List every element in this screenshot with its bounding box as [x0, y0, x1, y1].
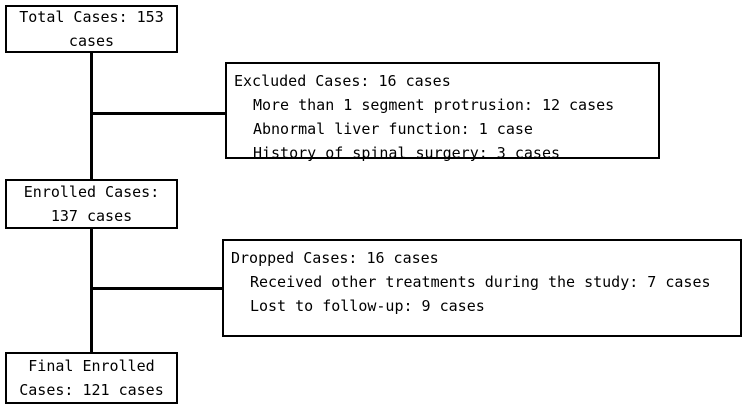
node-total-cases-line1: Total Cases: 153 — [19, 8, 164, 26]
node-dropped-heading: Dropped Cases: 16 cases — [231, 249, 439, 267]
node-total-cases-line2: cases — [68, 32, 115, 50]
node-enrolled-cases-line2: 137 cases — [50, 207, 133, 225]
node-total-cases: Total Cases: 153 cases — [5, 5, 178, 53]
node-excluded-item-1: More than 1 segment protrusion: 12 cases — [252, 96, 615, 114]
node-excluded-heading: Excluded Cases: 16 cases — [234, 72, 451, 90]
node-excluded-cases: Excluded Cases: 16 cases More than 1 seg… — [225, 62, 660, 162]
connector-branch-excluded — [90, 112, 227, 115]
node-final-enrolled-cases: Final Enrolled Cases: 121 cases — [5, 352, 178, 404]
connector-enrolled-to-final — [90, 227, 93, 354]
node-excluded-item-2: Abnormal liver function: 1 case — [252, 120, 533, 138]
connector-branch-dropped — [90, 287, 224, 290]
node-dropped-cases: Dropped Cases: 16 cases Received other t… — [222, 239, 742, 337]
node-dropped-item-2: Lost to follow-up: 9 cases — [249, 297, 485, 315]
node-excluded-item-3: History of spinal surgery: 3 cases — [252, 144, 560, 162]
node-enrolled-cases-line1: Enrolled Cases: — [23, 183, 160, 201]
node-enrolled-cases: Enrolled Cases: 137 cases — [5, 179, 178, 229]
node-final-enrolled-line2: Cases: 121 cases — [19, 381, 164, 399]
node-final-enrolled-line1: Final Enrolled — [28, 357, 155, 375]
connector-total-to-enrolled — [90, 52, 93, 179]
node-dropped-item-1: Received other treatments during the stu… — [249, 273, 711, 291]
